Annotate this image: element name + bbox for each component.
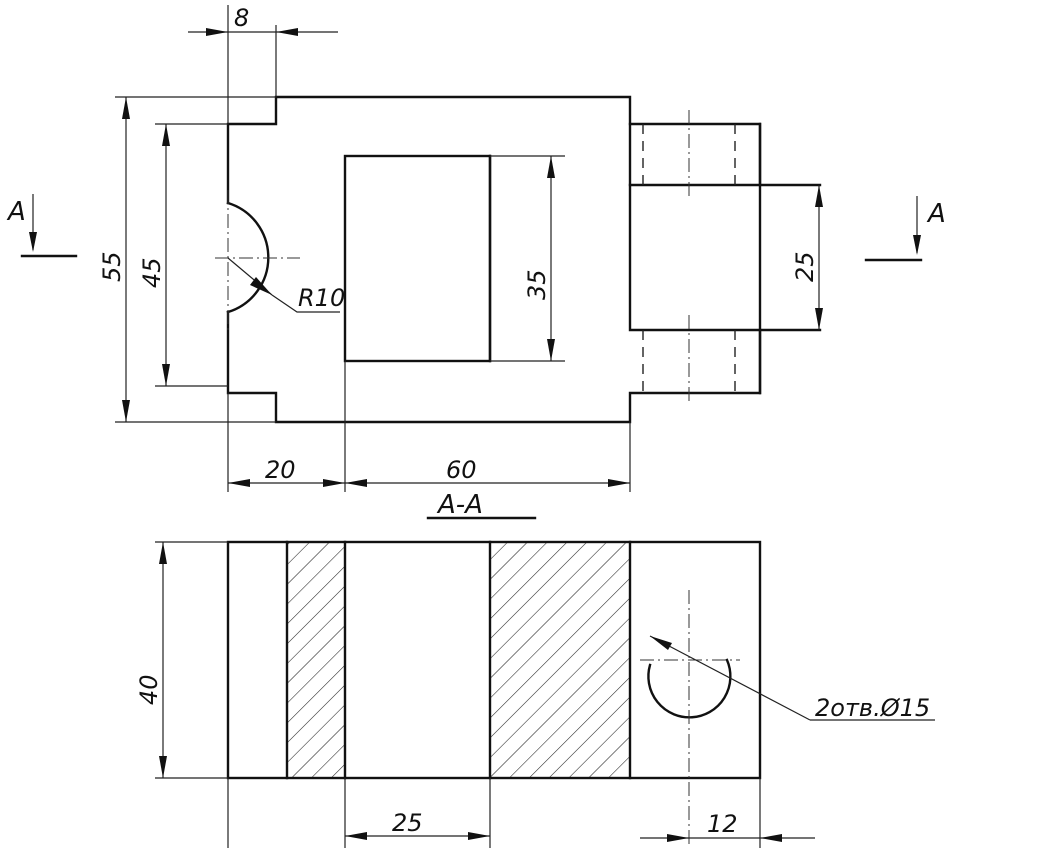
- dim-35: 35: [523, 269, 551, 300]
- top-view-outline: [226, 95, 762, 424]
- hatch-left: [287, 542, 345, 778]
- hatch-right: [490, 542, 630, 778]
- dim-60: 60: [446, 456, 477, 484]
- top-view: 8 55 45 R10 35 25: [98, 4, 823, 492]
- dim-40: 40: [135, 674, 163, 705]
- section-marker-right: A: [864, 196, 946, 262]
- hole-circle: [647, 658, 732, 719]
- dim-12: 12: [707, 810, 738, 838]
- section-label-left: A: [6, 197, 26, 227]
- dim-8: 8: [234, 4, 249, 32]
- section-title: A-A: [436, 490, 483, 520]
- holes-callout: 2отв.Ø15: [815, 694, 930, 722]
- section-label-right: A: [926, 199, 946, 229]
- dim-r10: R10: [298, 284, 345, 312]
- dim-25-bottom: 25: [392, 809, 423, 837]
- center-window: [343, 154, 492, 363]
- section-view: 2отв.Ø15 40 25 12: [135, 540, 935, 848]
- dim-55: 55: [98, 251, 126, 282]
- dim-25-vertical: 25: [791, 251, 819, 282]
- dim-45: 45: [138, 257, 166, 288]
- dim-20: 20: [265, 456, 296, 484]
- right-boss: [628, 183, 822, 332]
- section-outline: [226, 540, 762, 780]
- section-marker-left: A: [6, 194, 78, 258]
